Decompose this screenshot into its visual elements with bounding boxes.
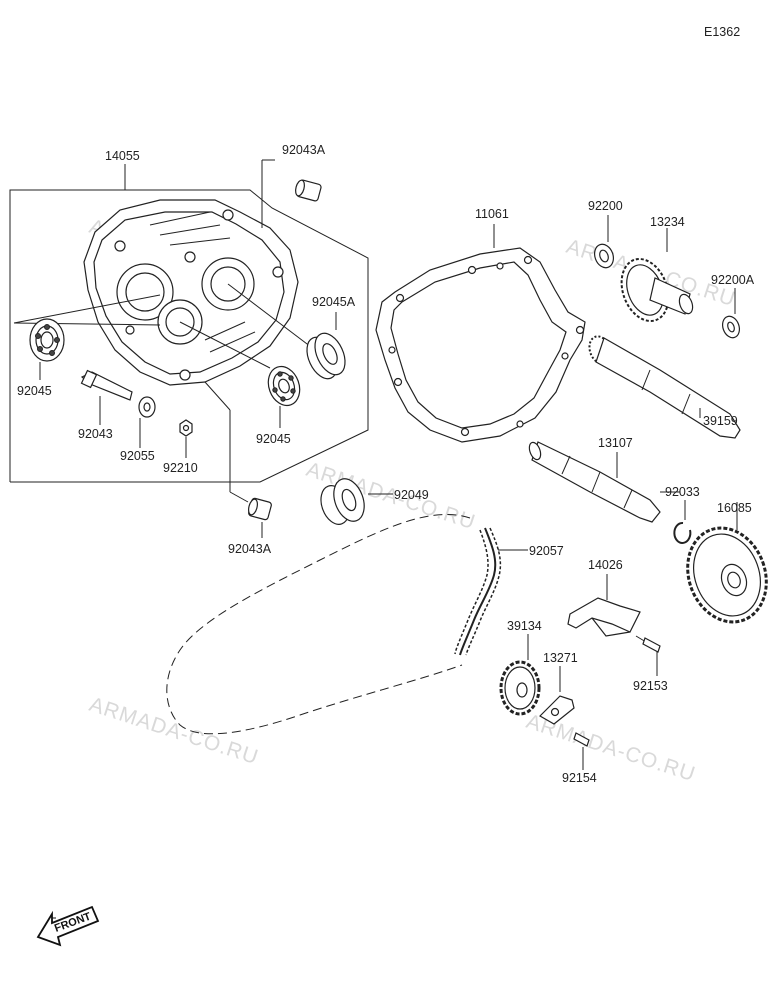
- diagram-code: E1362: [704, 25, 740, 39]
- sprocket-39134: [499, 634, 541, 716]
- part-label-13234: 13234: [650, 215, 685, 229]
- bearing-right: [179, 321, 301, 428]
- circlip: [660, 491, 692, 544]
- part-label-14026: 14026: [588, 558, 623, 572]
- part-label-92045a: 92045A: [312, 295, 356, 309]
- part-label-16085: 16085: [717, 501, 752, 515]
- washer-92200a: [721, 288, 741, 339]
- chain-guide: [567, 574, 641, 637]
- nut: [179, 419, 193, 458]
- part-label-92043a-bottom: 92043A: [228, 542, 272, 556]
- washer: [138, 396, 156, 448]
- part-label-13107: 13107: [598, 436, 633, 450]
- part-label-92154: 92154: [562, 771, 597, 785]
- part-label-92057: 92057: [529, 544, 564, 558]
- stud-bolt: [80, 369, 133, 425]
- part-label-92045-left: 92045: [17, 384, 52, 398]
- part-label-92055: 92055: [120, 449, 155, 463]
- part-label-92200: 92200: [588, 199, 623, 213]
- part-label-92153: 92153: [633, 679, 668, 693]
- part-label-92043a-top: 92043A: [282, 143, 326, 157]
- part-label-92200a: 92200A: [711, 273, 755, 287]
- dowel-pin-bottom: [204, 381, 272, 538]
- watermark: ARMADA-CO.RU: [86, 693, 261, 769]
- part-label-92033: 92033: [665, 485, 700, 499]
- bearing-left: [13, 294, 161, 380]
- part-label-92045-right: 92045: [256, 432, 291, 446]
- oil-seal: [320, 478, 393, 525]
- part-label-13271: 13271: [543, 651, 578, 665]
- crankcase-cover: [83, 199, 299, 386]
- part-label-92210: 92210: [163, 461, 198, 475]
- part-label-39134: 39134: [507, 619, 542, 633]
- shaft-13107: [528, 441, 661, 523]
- gear-13234: [620, 228, 694, 322]
- front-direction-arrow: FRONT: [36, 905, 100, 947]
- sprocket-16085: [686, 502, 768, 624]
- gasket: [375, 224, 586, 443]
- part-label-11061: 11061: [475, 207, 509, 221]
- bearing-92045a: [227, 283, 346, 380]
- cover-group-frame: [9, 164, 369, 483]
- part-label-92043: 92043: [78, 427, 113, 441]
- drive-chain: [166, 514, 528, 735]
- dowel-pin-top: [261, 159, 322, 228]
- plate-13271: [539, 666, 575, 725]
- part-label-14055: 14055: [105, 149, 140, 163]
- part-label-92049: 92049: [394, 488, 429, 502]
- part-label-39159: 39159: [703, 414, 738, 428]
- washer-92200: [593, 215, 615, 269]
- shaft-39159: [588, 335, 741, 439]
- bolt-92153: [635, 635, 661, 676]
- bolt-92154: [573, 732, 590, 770]
